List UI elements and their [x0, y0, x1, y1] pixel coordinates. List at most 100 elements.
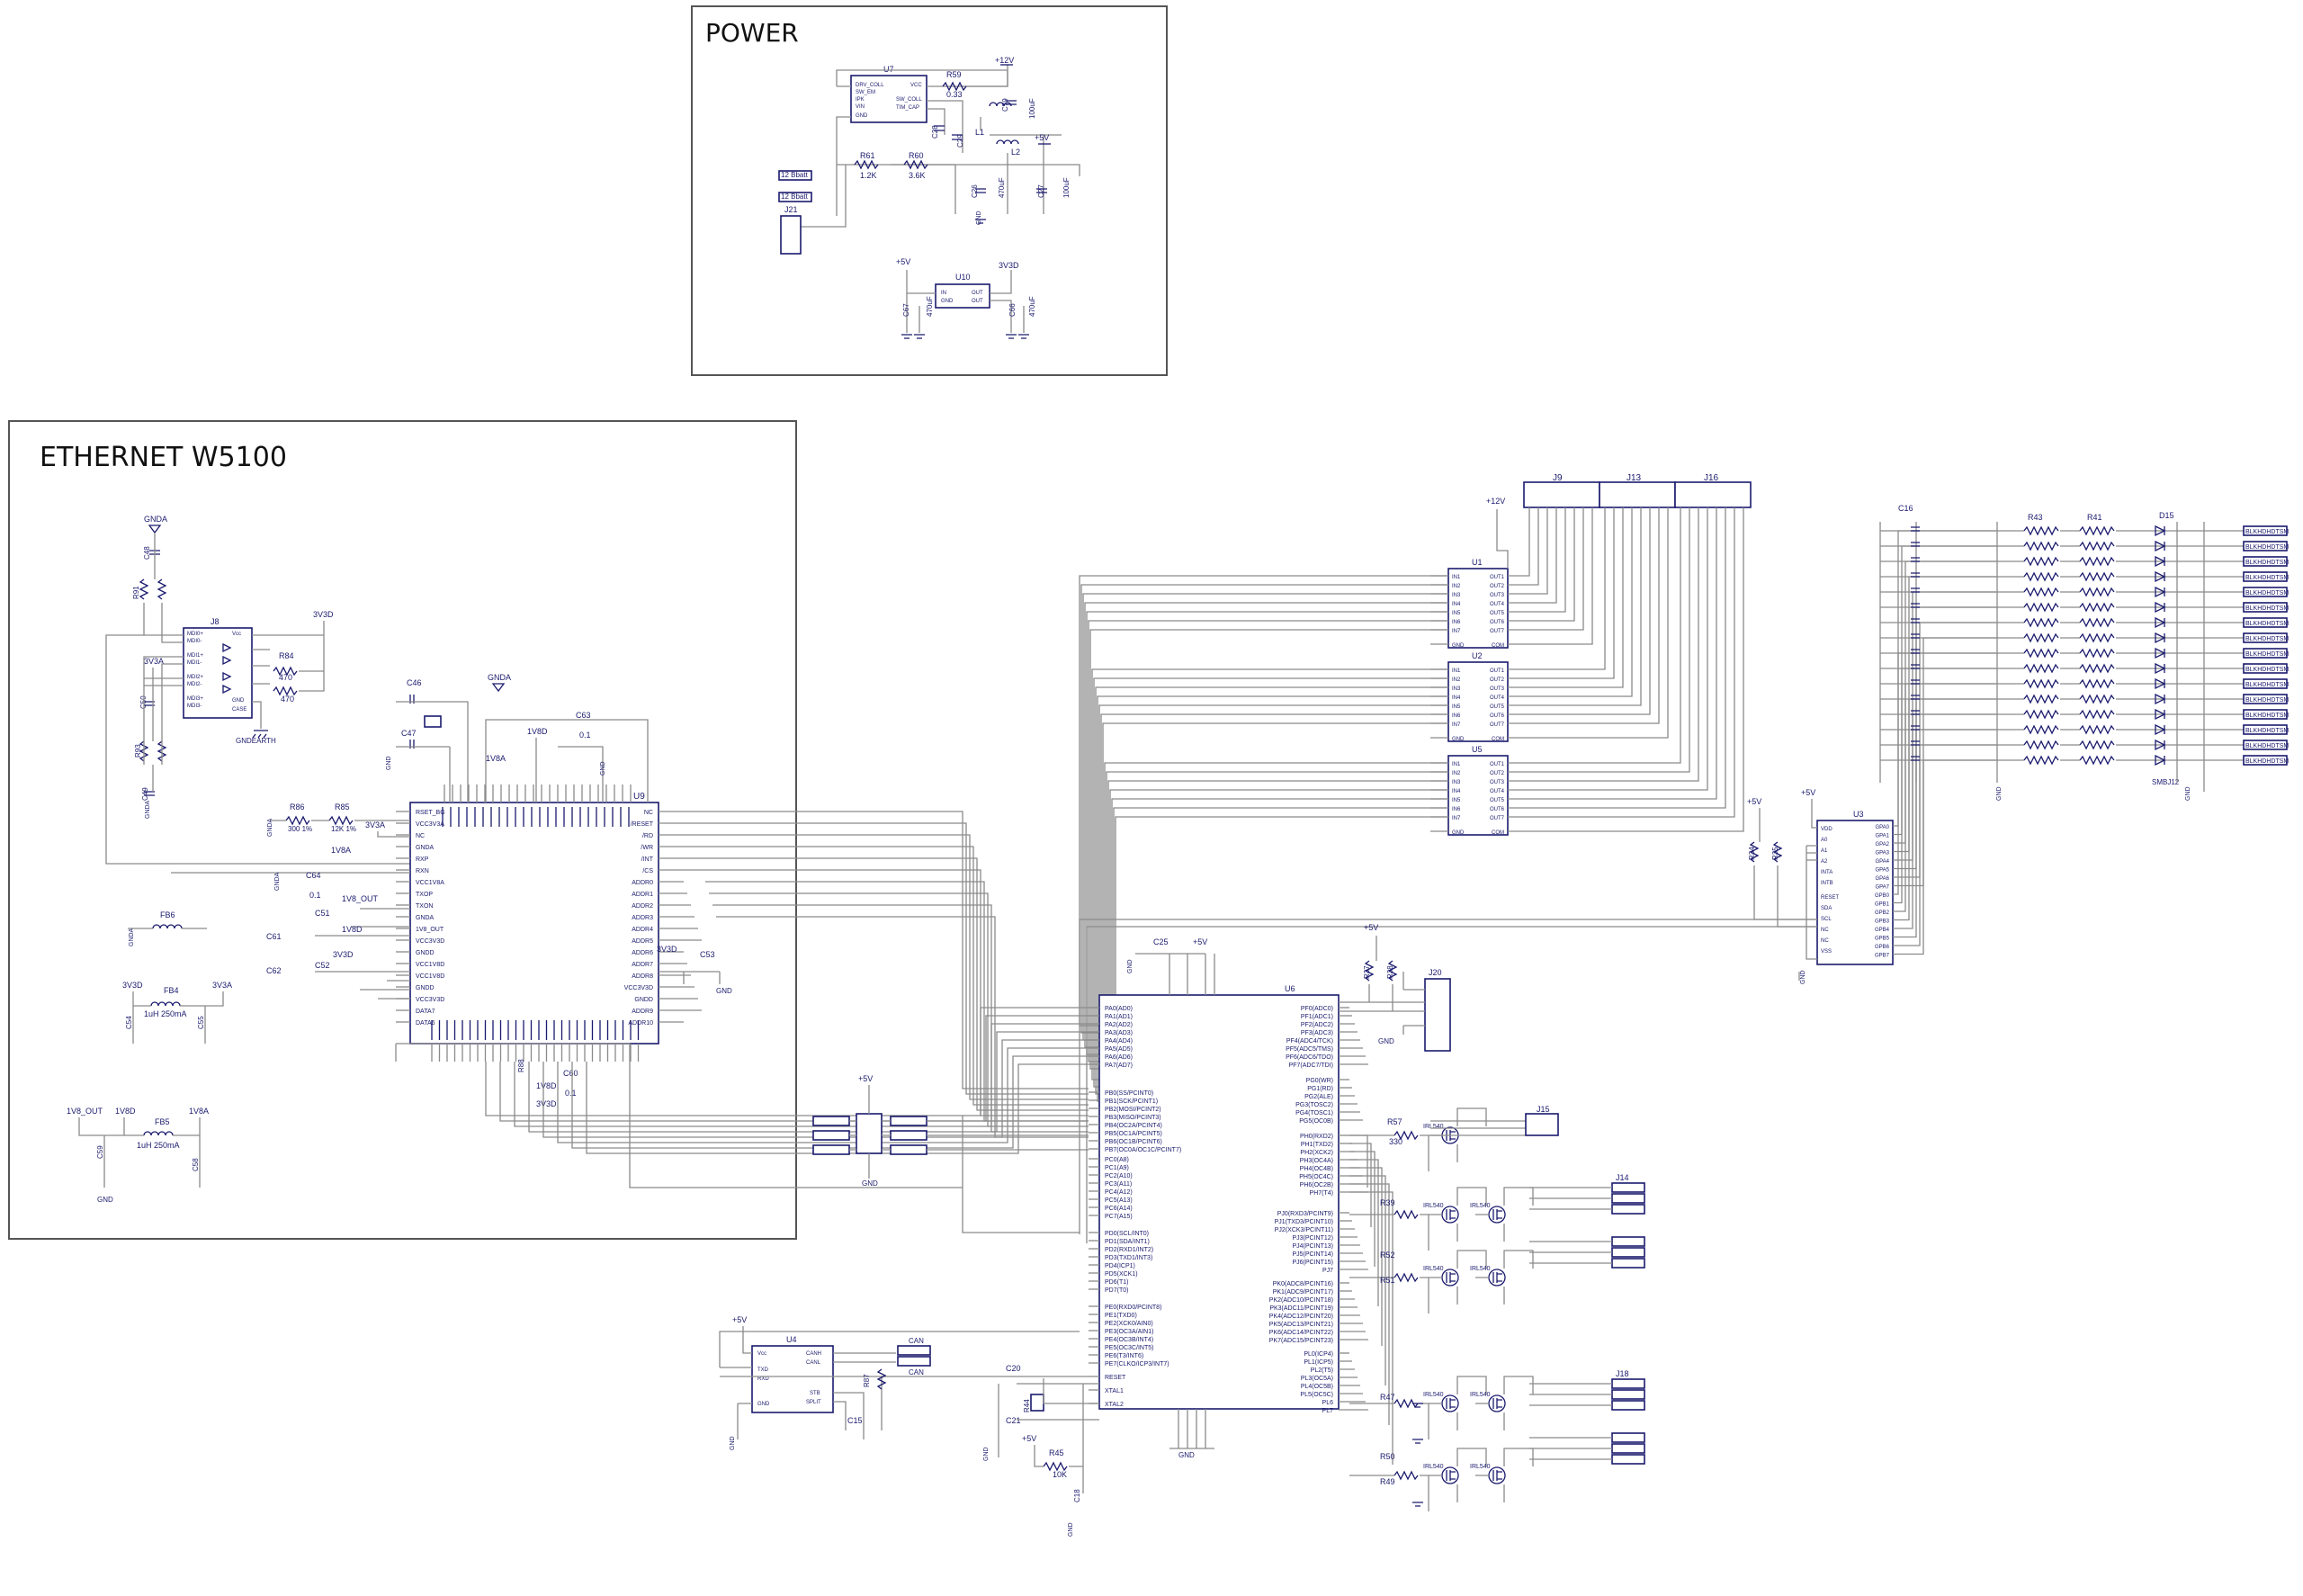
- u14-pad-right-1: [890, 1130, 927, 1141]
- v3v3d-power-5: 3V3D: [122, 981, 143, 990]
- u14-pad-left-1: [812, 1130, 850, 1141]
- j21-label: J21: [784, 205, 798, 214]
- u3-right-pin-12: GPB4: [1875, 928, 1890, 933]
- r91-resistor: [139, 578, 167, 600]
- gnda-symbol-1: [148, 525, 162, 534]
- u7-pin-r1: SW_COLL: [896, 97, 922, 103]
- u6_left_e-4: PE4(OC3B/INT4): [1105, 1337, 1153, 1343]
- u6_left_e-2: PE2(XCK0/AIN0): [1105, 1321, 1153, 1327]
- u9-left-pin-11: VCC3V3D: [416, 938, 444, 945]
- c26-capacitor: [975, 188, 986, 193]
- fb6-inductor: [152, 924, 183, 929]
- u9-right-pin-10: ADDR4: [632, 927, 653, 933]
- c58-label: C58: [192, 1158, 200, 1171]
- d15-label: D15: [2159, 511, 2174, 520]
- row-diode-7: [2155, 632, 2166, 644]
- u6_left_b-6: PB6(OC1B/PCINT6): [1105, 1139, 1162, 1145]
- uln2-in-4: IN5: [1452, 798, 1461, 803]
- row-diode-2: [2155, 555, 2166, 568]
- u1-chip: [1447, 568, 1509, 649]
- row-res-b-7: [2079, 632, 2115, 643]
- row-res-a-2: [2023, 556, 2059, 567]
- input-terminal-1: [2243, 541, 2288, 551]
- uln0-in-3: IN4: [1452, 602, 1461, 607]
- c21-label: C21: [1006, 1416, 1021, 1425]
- u6_right_b-5: PG5(OC0B): [1299, 1118, 1333, 1125]
- c60-label: C60: [563, 1069, 578, 1078]
- uln0-out-2: OUT3: [1490, 593, 1505, 598]
- r86-label: R86: [290, 802, 305, 811]
- u4-pin-r1: CANL: [806, 1360, 821, 1366]
- u6_left_b-4: PB4(OC2A/PCINT4): [1105, 1123, 1162, 1129]
- input-terminal-label-9: BLKHDHDTSM: [2245, 667, 2289, 673]
- u6_left_c-3: PC3(A11): [1105, 1181, 1132, 1188]
- u3-left-pin-8: SCL: [1821, 917, 1832, 922]
- row-res-b-13: [2079, 724, 2115, 735]
- input-terminal-5: [2243, 602, 2288, 613]
- row-cap-4: [1911, 587, 1920, 593]
- uln0-in-1: IN2: [1452, 584, 1461, 589]
- j8-pin-7: MDI3-: [187, 704, 202, 709]
- u2-chip: [1447, 661, 1509, 742]
- plus5v-power-4: +5V: [1801, 788, 1815, 797]
- u3-right-pin-13: GPB5: [1875, 937, 1890, 942]
- u3-left-pin-2: A1: [1821, 848, 1828, 854]
- u9-left-pin-6: VCC1V8A: [416, 880, 444, 886]
- out-conn-0-4: [1611, 1247, 1645, 1258]
- u14-block: [856, 1113, 883, 1154]
- j20-connector: [1424, 978, 1451, 1052]
- can-section: U4 Vcc TXD RXD GND CANH CANL STB SPLIT +…: [719, 1315, 1089, 1450]
- u6_right_e-7: PK7(ADC15/PCINT23): [1269, 1338, 1333, 1344]
- u14-pad-right-0: [890, 1116, 927, 1126]
- out-conn-1-1: [1611, 1389, 1645, 1400]
- row-res-b-8: [2079, 648, 2115, 659]
- u6_left_e-1: PE1(TXD0): [1105, 1313, 1137, 1319]
- u7-pin-r0: VCC: [910, 83, 922, 88]
- can-label-1: CAN: [909, 1337, 924, 1345]
- c16-label: C16: [1898, 504, 1913, 513]
- r85-value: 12K 1%: [331, 825, 356, 833]
- r59-resistor: [942, 81, 967, 92]
- uln2-out-2: OUT3: [1490, 780, 1505, 785]
- u3-left-pin-7: SDA: [1821, 906, 1832, 911]
- input-terminal-label-4: BLKHDHDTSM: [2245, 590, 2289, 596]
- uln2-out-5: OUT6: [1490, 807, 1505, 812]
- u3-left-pin-6: RESET: [1821, 895, 1839, 901]
- uln2-out-6: OUT7: [1490, 816, 1505, 821]
- row-res-b-6: [2079, 617, 2115, 628]
- uln0-in-2: IN3: [1452, 593, 1461, 598]
- can-label-2: CAN: [909, 1368, 924, 1376]
- u4-pin-1: TXD: [757, 1367, 769, 1373]
- gnda-symbol-2: [491, 683, 506, 693]
- gnda-label-2: GNDA: [145, 800, 151, 819]
- c25-label: C25: [1153, 937, 1169, 946]
- uln1-out-5: OUT6: [1490, 713, 1505, 719]
- c18-label: C18: [1073, 1489, 1081, 1502]
- input-terminal-3: [2243, 571, 2288, 582]
- c29-capacitor: [952, 134, 963, 140]
- row-res-a-3: [2023, 571, 2059, 582]
- u3-right-pin-0: GPA0: [1875, 825, 1889, 830]
- row-res-a-10: [2023, 678, 2059, 689]
- r84-label: R84: [279, 651, 294, 660]
- u6_left_e-7: PE7(CLKO/ICP3/INT7): [1105, 1361, 1169, 1367]
- u6_left_e-5: PE5(OC3C/INT5): [1105, 1345, 1153, 1351]
- u6_right_f-6: PL6: [1322, 1400, 1334, 1406]
- c62-label: C62: [266, 966, 282, 975]
- c20-label: C20: [1006, 1364, 1021, 1373]
- uln0-in-7: GND: [1452, 643, 1465, 649]
- mosfet-label-0-0: IRL540: [1423, 1124, 1444, 1130]
- u9-right-pin-16: GNDD: [634, 997, 653, 1003]
- r44-label: R44: [1023, 1399, 1031, 1412]
- row-cap-2: [1911, 557, 1920, 562]
- u6_right_e-3: PK3(ADC11/PCINT19): [1269, 1305, 1333, 1312]
- r88-label: R88: [517, 1059, 525, 1072]
- u9-left-pin-10: 1V8_OUT: [416, 927, 444, 933]
- row-diode-15: [2155, 754, 2166, 767]
- gndearth-symbol: [252, 730, 268, 739]
- r86-value: 300 1%: [288, 825, 312, 833]
- c15-label: C15: [847, 1416, 863, 1425]
- u6_right_a-4: PF4(ADC4/TCK): [1286, 1038, 1333, 1045]
- input-terminal-label-0: BLKHDHDTSM: [2245, 529, 2289, 535]
- c60-value: 0.1: [565, 1089, 577, 1098]
